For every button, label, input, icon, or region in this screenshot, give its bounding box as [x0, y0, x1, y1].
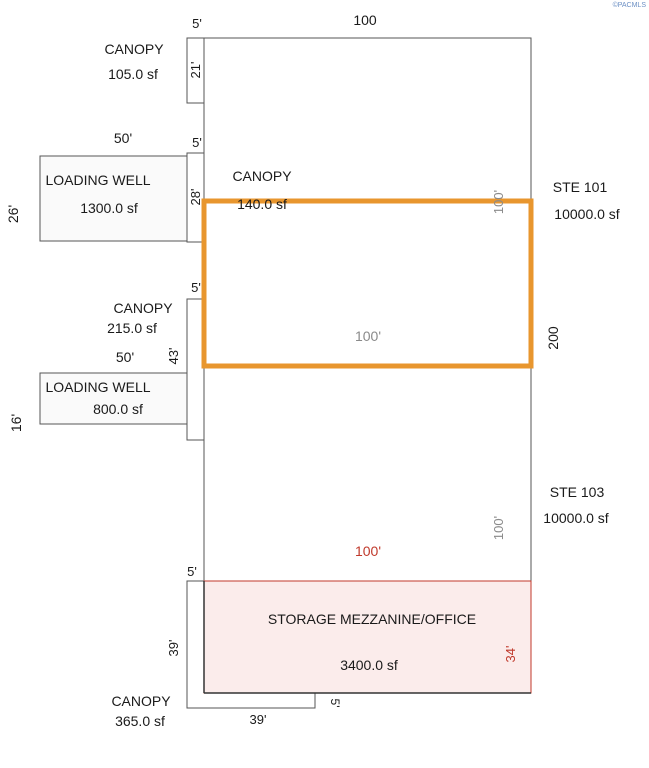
watermark: ©PACMLS [613, 1, 647, 9]
canopy-3-label: CANOPY [113, 300, 173, 316]
building-top-width: 100 [353, 12, 377, 28]
canopy-bottom-depth: 39' [166, 640, 181, 657]
loading-well-2-width: 50' [116, 349, 134, 365]
canopy-top-outline [186, 37, 205, 104]
canopy-2-label: CANOPY [232, 168, 292, 184]
mezzanine-area: 3400.0 sf [340, 657, 398, 673]
canopy-top-width: 5' [192, 16, 202, 31]
mezzanine-top-dimension: 100' [355, 543, 381, 559]
canopy-3-outline [186, 298, 205, 441]
canopy-2-depth: 28' [188, 189, 203, 206]
canopy-bottom-area: 365.0 sf [115, 713, 165, 729]
canopy-top-label: CANOPY [104, 41, 164, 57]
ste-101-side-dimension: 100' [491, 190, 506, 214]
canopy-2-area: 140.0 sf [237, 196, 287, 212]
ste-103-area: 10000.0 sf [543, 510, 608, 526]
canopy-3-depth: 43' [166, 348, 181, 365]
canopy-3-width: 5' [191, 280, 201, 295]
loading-well-1-label: LOADING WELL [45, 172, 150, 188]
ste-103-side-dimension: 100' [491, 516, 506, 540]
suite-highlight-box [201, 198, 534, 369]
canopy-bottom-bottom-dimension: 39' [250, 712, 267, 727]
canopy-top-area: 105.0 sf [108, 66, 158, 82]
loading-well-1-outline [39, 155, 188, 242]
mezzanine-label: STORAGE MEZZANINE/OFFICE [268, 611, 476, 627]
canopy-2-outline [186, 152, 205, 243]
loading-well-1-area: 1300.0 sf [80, 200, 138, 216]
canopy-3-area: 215.0 sf [107, 320, 157, 336]
loading-well-1-width: 50' [114, 130, 132, 146]
loading-well-2-outline [39, 372, 188, 425]
building-right-height: 200 [545, 326, 561, 350]
canopy-bottom-end-dimension: 5' [328, 699, 342, 708]
mezzanine-outline [203, 580, 532, 694]
ste-101-area: 10000.0 sf [554, 206, 619, 222]
ste-103-label: STE 103 [550, 484, 605, 500]
ste-101-bottom-dimension: 100' [355, 328, 381, 344]
canopy-2-width: 5' [192, 135, 202, 150]
mezzanine-side-dimension: 34' [503, 646, 518, 663]
canopy-bottom-label: CANOPY [111, 693, 171, 709]
canopy-bottom-width: 5' [187, 564, 197, 579]
loading-well-2-area: 800.0 sf [93, 401, 143, 417]
canopy-top-depth: 21' [188, 62, 203, 79]
loading-well-2-depth: 16' [8, 414, 24, 432]
loading-well-1-depth: 26' [5, 205, 21, 223]
ste-101-label: STE 101 [553, 179, 608, 195]
loading-well-2-label: LOADING WELL [45, 379, 150, 395]
